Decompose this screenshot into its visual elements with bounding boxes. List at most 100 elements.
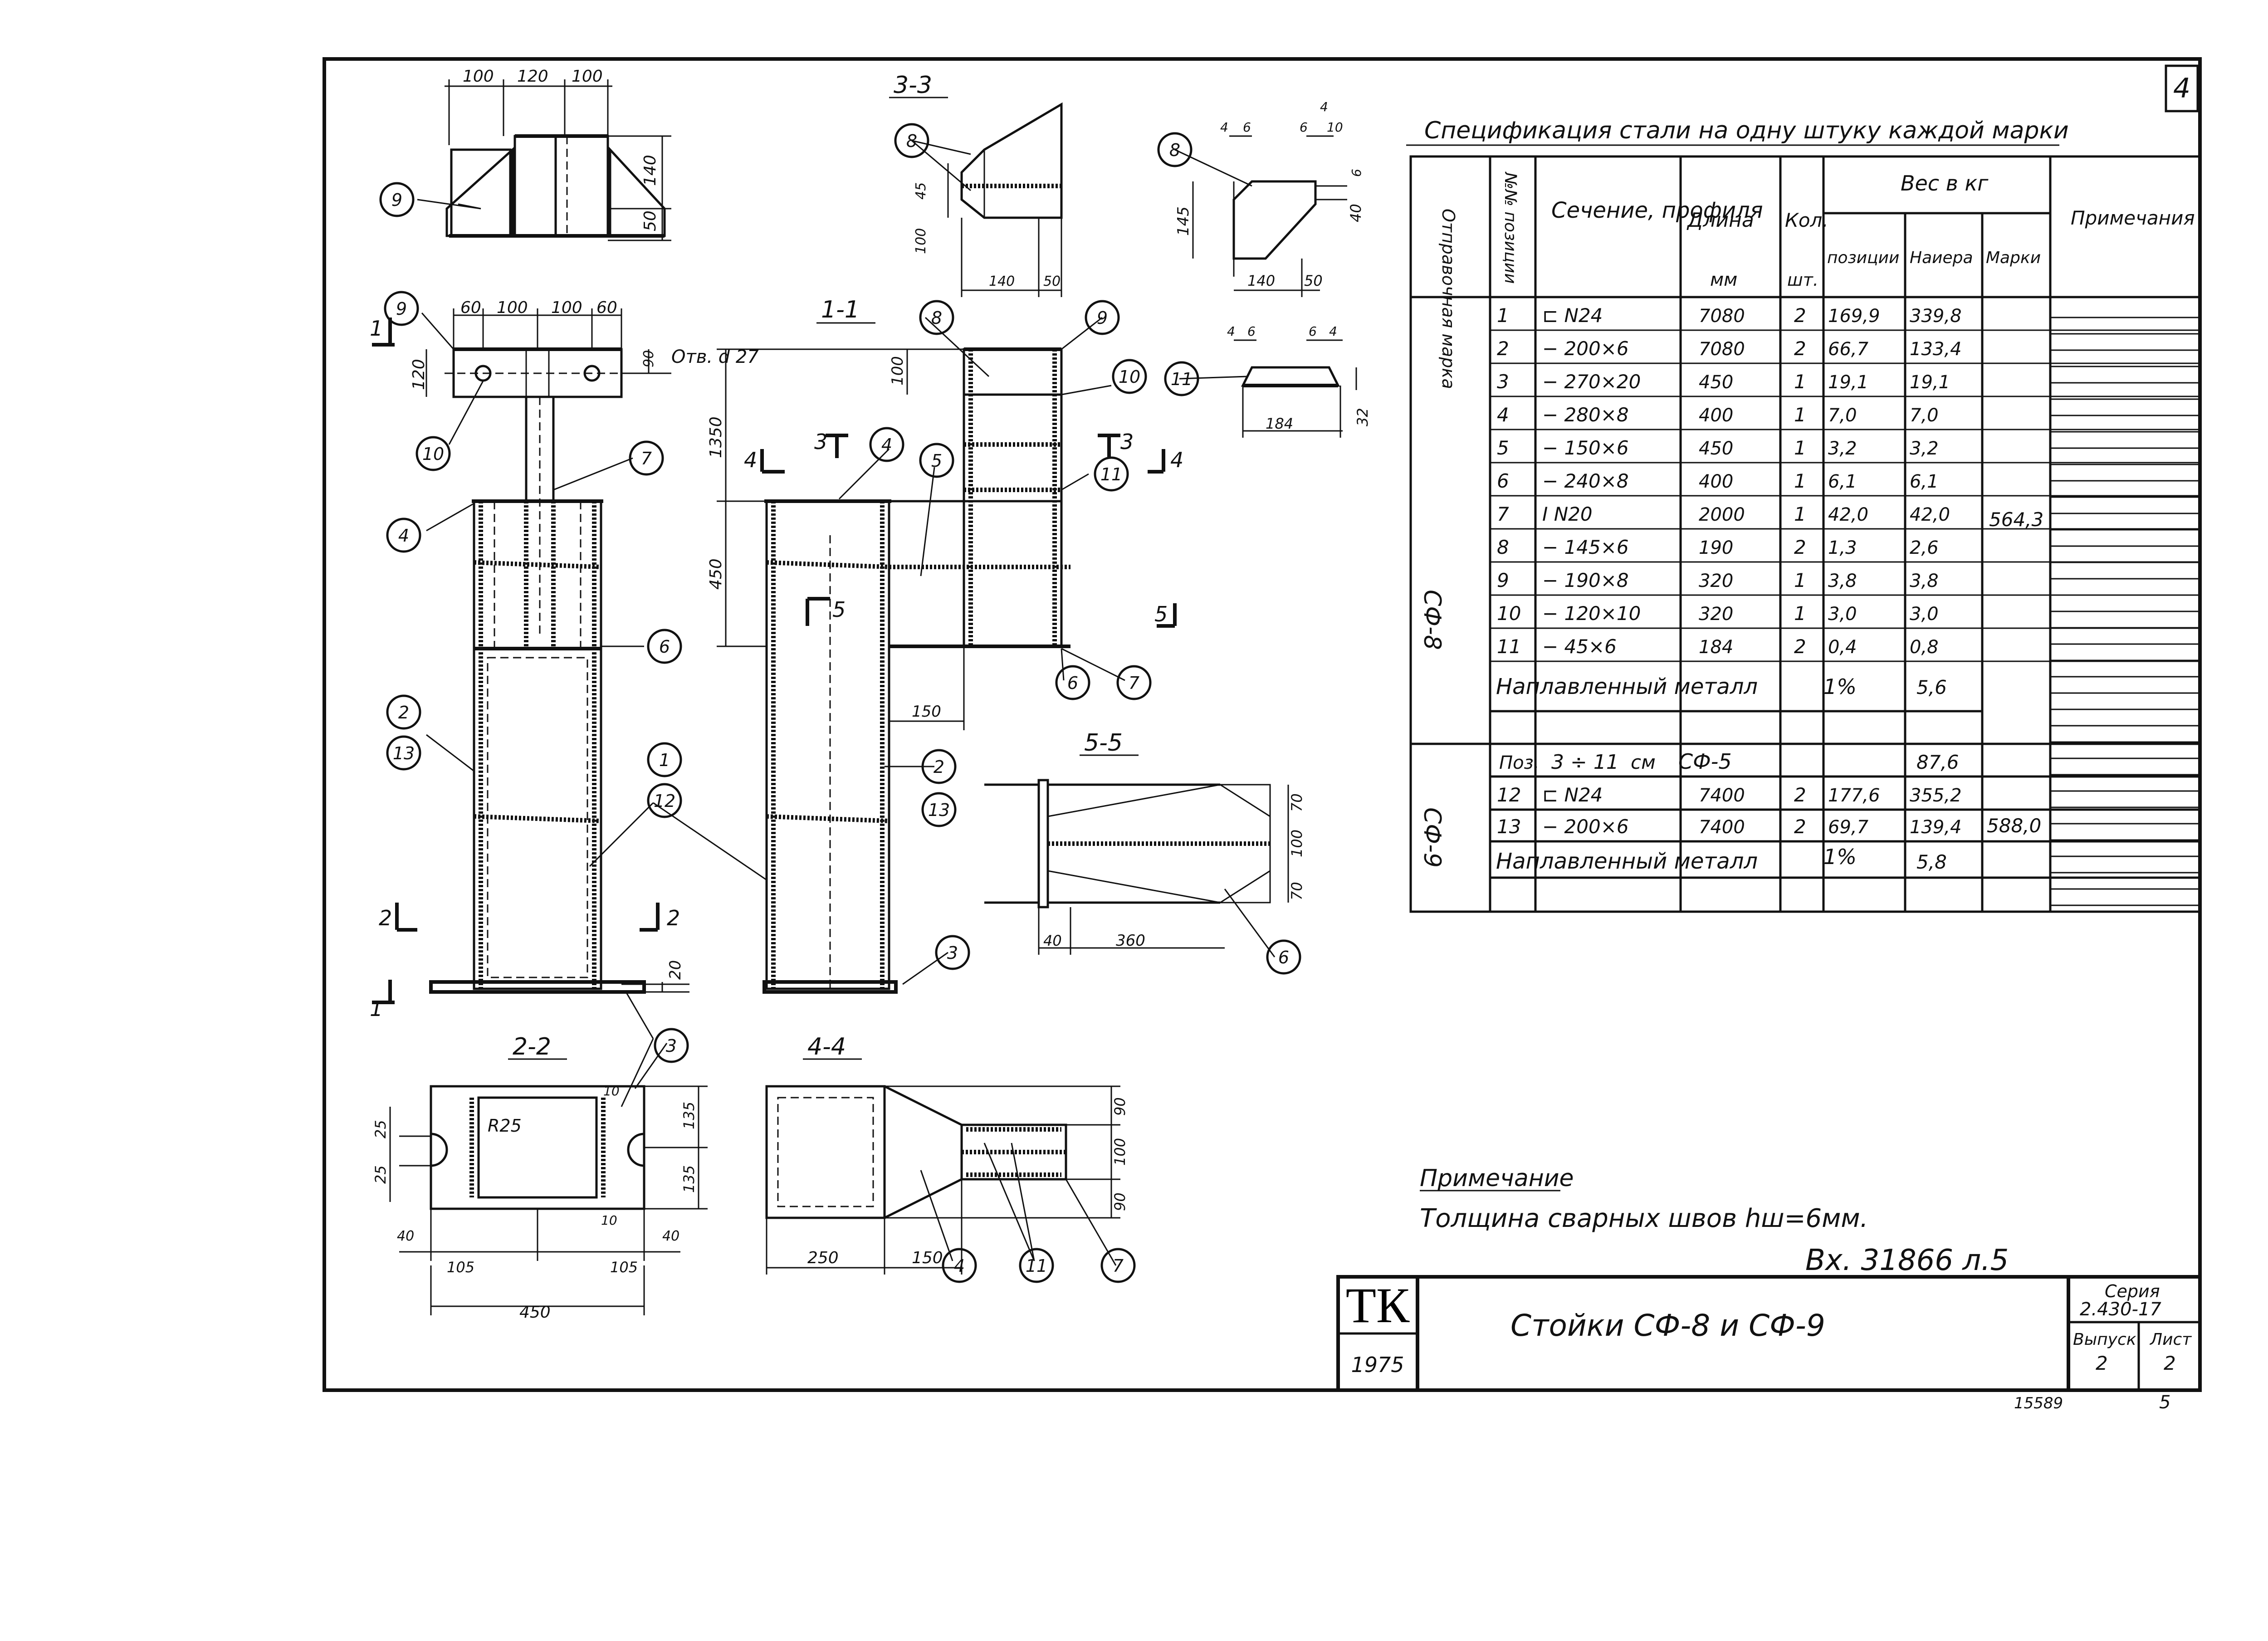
section-1-1: 1-1 1350 100 450 150 <box>707 296 1070 994</box>
sheet-value: 2 <box>2164 1352 2176 1374</box>
sheet-number: 4 <box>2173 73 2190 104</box>
dim-top-w-2: 120 <box>517 67 548 86</box>
dim-s55-h-1: 70 <box>1288 793 1305 812</box>
drawing-title: Стойки СФ-8 и СФ-9 <box>1510 1308 1825 1343</box>
callout-label: 4 <box>398 526 409 546</box>
sf8-cell-length: 2000 <box>1699 504 1745 525</box>
dim-plan-w-2: 100 <box>497 298 528 317</box>
sf8-cell-w: 6,1 <box>1828 471 1857 492</box>
sf8-cell-t: 2,6 <box>1910 537 1939 558</box>
dim-top-w-1: 100 <box>463 67 494 86</box>
hdr-note: Примечания <box>2071 207 2195 229</box>
sf9-cell-w: 69,7 <box>1828 817 1869 838</box>
dim-s33-h-1: 45 <box>913 182 929 200</box>
dim-s44-h-2: 100 <box>1111 1138 1129 1166</box>
archive-number: 15589 <box>2014 1394 2063 1412</box>
dim-d11-top-1: 4 <box>1227 324 1235 339</box>
callout-bubble <box>1055 665 1090 700</box>
sf8-cell-t: 7,0 <box>1910 405 1939 426</box>
dim-s55-w-2: 360 <box>1116 932 1145 950</box>
hdr-mark: Отправочная марка <box>1438 209 1458 389</box>
callout-label: 8 <box>931 308 942 328</box>
issue-label: Выпуск <box>2073 1330 2136 1349</box>
dim-d8-w-1: 140 <box>1247 272 1275 289</box>
sf8-cell-qty: 1 <box>1794 437 1806 459</box>
section-3-3: 3-3 45 100 140 50 <box>889 72 1063 297</box>
callout-label: 1 <box>659 750 670 770</box>
s22-small-1: 10 <box>603 1084 620 1099</box>
callout-bubble <box>647 629 682 664</box>
sf9-ref-weight: 87,6 <box>1916 751 1959 773</box>
sf8-cell-length: 7080 <box>1699 306 1745 327</box>
callout-label: 10 <box>1119 367 1140 387</box>
hdr-section: Сечение, профиля <box>1551 198 1763 223</box>
title-block: ТК 1975 Стойки СФ-8 и СФ-9 Серия 2.430-1… <box>1336 1275 2202 1413</box>
callout-bubble <box>629 440 664 476</box>
sf8-weld-weight: 5,6 <box>1916 676 1947 698</box>
callout-label: 8 <box>1169 140 1180 160</box>
dim-s22-w-2: 105 <box>447 1259 474 1276</box>
callout-label: 9 <box>1097 308 1108 328</box>
dim-elev-h-1: 1350 <box>707 416 725 458</box>
callout-bubble <box>647 742 682 777</box>
sf8-cell-t: 0,8 <box>1910 637 1939 658</box>
sf8-cell-w: 19,1 <box>1828 372 1868 393</box>
sf8-cell-pos: 1 <box>1497 304 1509 327</box>
callout-label: 11 <box>1026 1256 1047 1276</box>
dim-s33-w-2: 50 <box>1043 274 1061 289</box>
dim-d8-top-3: 6 <box>1300 120 1308 135</box>
sf8-cell-w: 7,0 <box>1828 405 1857 426</box>
cut-3-right: 3 <box>1120 430 1134 454</box>
sf8-cell-section: ⊏ N24 <box>1542 304 1603 327</box>
sf8-cell-pos: 11 <box>1497 635 1521 658</box>
sf8-cell-t: 3,2 <box>1910 438 1939 459</box>
callout-bubble <box>1112 359 1147 394</box>
sf9-cell-w: 177,6 <box>1828 785 1880 806</box>
dim-elev-h-2: 100 <box>889 356 907 386</box>
dim-base-h: 20 <box>666 960 684 980</box>
dim-s22-w-4: 40 <box>662 1228 679 1244</box>
sf8-cell-qty: 1 <box>1794 404 1806 426</box>
callout-label: 5 <box>931 451 942 471</box>
dim-s22-left-2: 25 <box>372 1165 389 1184</box>
sf8-cell-t: 42,0 <box>1910 504 1950 525</box>
section-2-2: 2-2 R25 10 10 25 25 135 135 40 105 105 4… <box>372 1033 708 1322</box>
sf8-cell-pos: 4 <box>1497 404 1509 426</box>
callout-bubble <box>1100 1248 1136 1283</box>
dim-plan-hole-h: 90 <box>641 350 657 367</box>
sf8-cell-section: − 45×6 <box>1542 635 1617 658</box>
callout-label: 6 <box>1067 673 1078 693</box>
sf8-cell-qty: 2 <box>1794 635 1806 658</box>
sf8-cell-section: − 200×6 <box>1542 337 1629 360</box>
dim-d11-top-2: 6 <box>1247 324 1256 339</box>
sf9-cell-length: 7400 <box>1699 817 1745 838</box>
callout-bubble <box>869 427 904 462</box>
dim-s44-w-1: 250 <box>807 1249 839 1267</box>
sf9-ref-pos: Поз. <box>1499 752 1540 773</box>
callout-label: 6 <box>1278 947 1289 967</box>
dim-d8-w-2: 50 <box>1304 272 1323 289</box>
dim-s22-right-2: 135 <box>680 1165 698 1193</box>
callout-label: 7 <box>1129 673 1139 693</box>
sf9-ref-range: 3 ÷ 11 <box>1551 751 1619 774</box>
callout-bubble <box>919 300 954 335</box>
callout-label: 4 <box>881 435 892 455</box>
sf9-cell-pos: 12 <box>1497 784 1521 806</box>
hole-label: Отв. d 27 <box>671 347 759 367</box>
callout-bubble <box>647 783 682 818</box>
dim-d8-top-5: 10 <box>1327 120 1343 135</box>
sf8-cell-pos: 7 <box>1497 503 1509 525</box>
page-number: 5 <box>2159 1392 2170 1413</box>
cut-4-right: 4 <box>1170 448 1183 472</box>
sf8-cell-section: − 120×10 <box>1542 602 1641 625</box>
sf8-cell-length: 400 <box>1699 471 1733 492</box>
detail-pos-11: 184 32 4 6 6 4 <box>1227 324 1371 438</box>
sf8-cell-t: 3,0 <box>1910 604 1939 625</box>
cut-marks: 1 1 2 2 3 3 4 4 5 5 <box>370 316 1183 1021</box>
callout-label: 10 <box>422 444 444 464</box>
sf9-cell-section: − 200×6 <box>1542 816 1629 838</box>
sf8-cell-w: 3,0 <box>1828 604 1857 625</box>
section-4-4-title: 4-4 <box>807 1033 846 1060</box>
